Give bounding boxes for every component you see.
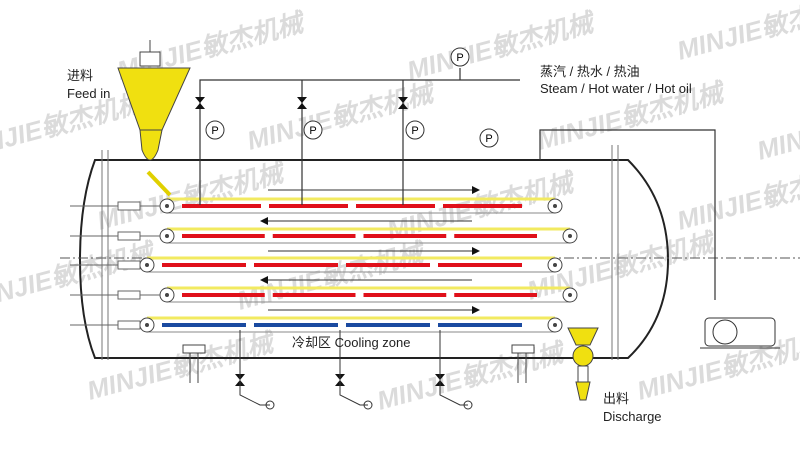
roller-hub [145,263,149,267]
drive-coupling [117,260,141,270]
discharge-label-en: Discharge [603,409,662,424]
watermark-logo: MINJIE敏杰机械 [84,326,280,405]
valve-icon [297,97,307,109]
valve-icon [195,97,205,109]
pressure-gauge-icon [303,120,323,140]
drive-coupling [117,320,141,330]
conveyor-belts [70,197,578,333]
watermark-logo: MINJIE敏杰机械 [754,86,800,165]
legs [182,344,535,383]
feed-hopper [117,40,191,197]
pressure-gauge-icon [450,47,470,67]
watermark-logo: MINJIE敏杰机械 [94,156,290,235]
watermark-logo: MINJIE敏杰机械 [674,0,800,66]
cooling-zone-label: 冷却区 Cooling zone [292,335,411,350]
pressure-gauge-icon [205,120,225,140]
gauge-label: P [411,125,418,137]
drive-coupling [117,290,141,300]
gauge-label: P [456,52,463,64]
pressure-gauge-icon [479,128,499,148]
valve-icon [398,97,408,109]
feed-label-cn: 进料 [67,68,93,83]
flow-arrow-icon [260,217,268,225]
gauge-label: P [211,125,218,137]
medium-label-cn: 蒸汽 / 热水 / 热油 [540,64,640,79]
vacuum-pump [700,317,780,349]
drive-coupling [117,201,141,211]
gauge-label: P [485,133,492,145]
flow-arrow-icon [472,306,480,314]
roller-hub [553,323,557,327]
roller-hub [568,234,572,238]
discharge-label-cn: 出料 [603,391,629,406]
watermark-logo: MINJIE敏杰机械 [234,236,430,315]
roller-hub [568,293,572,297]
roller-hub [553,263,557,267]
roller-hub [165,204,169,208]
roller-hub [165,234,169,238]
pressure-gauges: P P P P P [205,47,499,148]
flow-arrow-icon [260,276,268,284]
gauge-label: P [309,125,316,137]
discharge-hopper [567,327,599,401]
drain-piping [239,330,473,410]
watermark-logo: MINJIE敏杰机械 [244,76,440,155]
flow-arrow-icon [472,186,480,194]
flow-arrow-icon [472,247,480,255]
drive-coupling [117,231,141,241]
pressure-gauge-icon [405,120,425,140]
vessel-shell [78,159,670,359]
medium-label-en: Steam / Hot water / Hot oil [540,81,692,96]
roller-hub [553,204,557,208]
roller-hub [145,323,149,327]
feed-label-en: Feed in [67,86,110,101]
roller-hub [165,293,169,297]
watermark-logo: MINJIE敏杰机械 [674,156,800,235]
